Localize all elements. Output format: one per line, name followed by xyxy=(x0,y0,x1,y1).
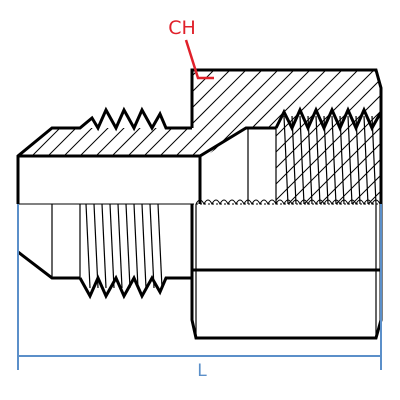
thread-line xyxy=(315,115,321,205)
hatch-line xyxy=(335,70,381,204)
hatch-line xyxy=(255,70,381,204)
thread-line xyxy=(85,203,91,289)
hatch-line xyxy=(271,70,381,204)
thread-line xyxy=(371,115,377,205)
thread-line xyxy=(125,203,131,289)
hatch-line xyxy=(319,70,381,204)
lower-exterior-outline xyxy=(17,204,383,340)
upper-section-outline xyxy=(16,68,383,204)
thread-line xyxy=(157,203,163,289)
male-thread-lines xyxy=(85,203,163,289)
hatch-line xyxy=(79,70,241,204)
hatch-line xyxy=(287,70,381,204)
hatch-line xyxy=(127,70,289,204)
hatch-line xyxy=(18,70,145,204)
hatch-line xyxy=(18,70,161,204)
hatch-line xyxy=(351,70,381,204)
thread-line xyxy=(299,115,305,205)
thread-line xyxy=(363,115,369,205)
hatch-line xyxy=(95,70,257,204)
thread-line xyxy=(291,115,297,205)
thread-line xyxy=(323,115,329,205)
thread-line xyxy=(149,203,155,289)
hex-label: CH xyxy=(168,17,196,39)
hex-callout: CH xyxy=(168,17,214,80)
thread-line xyxy=(93,203,99,289)
thread-line xyxy=(283,115,289,205)
thread-line xyxy=(331,115,337,205)
thread-line xyxy=(355,115,361,205)
hatch-line xyxy=(0,60,16,220)
thread-line xyxy=(101,203,107,289)
female-thread-lines xyxy=(283,115,377,205)
thread-line xyxy=(141,203,147,289)
hatch-line xyxy=(18,70,33,204)
thread-line xyxy=(117,203,123,289)
hatch-line xyxy=(47,70,209,204)
length-label: L xyxy=(197,361,207,381)
thread-centerline xyxy=(192,199,381,206)
thread-line xyxy=(339,115,345,205)
hatch-line xyxy=(18,70,65,204)
hatch-line xyxy=(18,70,81,204)
thread-line xyxy=(347,115,353,205)
hatch-line xyxy=(384,60,400,220)
thread-line xyxy=(109,203,115,289)
thread-line xyxy=(133,203,139,289)
hatch-line xyxy=(303,70,381,204)
hatch-line xyxy=(18,70,177,204)
thread-line xyxy=(307,115,313,205)
hatch-line xyxy=(31,70,193,204)
length-dimension: L xyxy=(17,204,382,381)
hatch-line xyxy=(18,70,49,204)
